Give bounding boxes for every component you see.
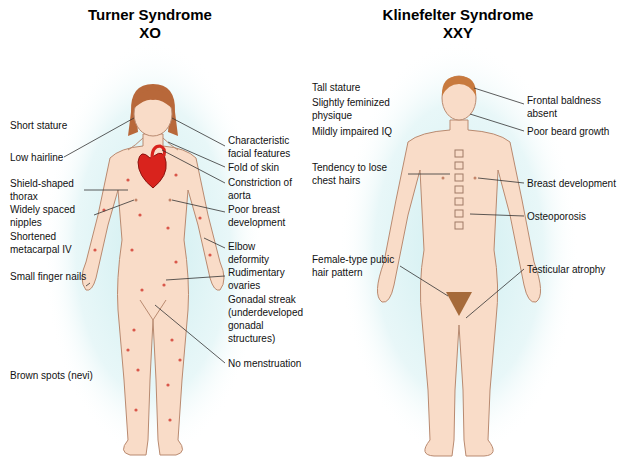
feature-label: Breast development <box>527 177 616 190</box>
aorta <box>152 146 165 158</box>
feature-label: Brown spots (nevi) <box>10 369 93 382</box>
leader-lines <box>64 88 524 363</box>
nevi-spots <box>93 173 211 421</box>
feature-label: Rudimentary ovaries <box>228 266 294 292</box>
feature-label: Constriction of aorta <box>228 176 294 202</box>
feature-label: Poor breast development <box>228 203 290 229</box>
feature-label: Frontal baldness absent <box>527 94 617 120</box>
feature-label: Elbow deformity <box>228 240 278 266</box>
karyotype: XO <box>50 24 250 42</box>
feature-label: Shortened metacarpal IV <box>10 230 90 256</box>
panel-title: Klinefelter Syndrome <box>338 6 578 24</box>
feature-label: Testicular atrophy <box>527 263 605 276</box>
feature-label: No menstruation <box>228 357 301 370</box>
pubic-area <box>140 300 166 320</box>
female-body <box>82 134 224 455</box>
feature-label: Gonadal streak (underdeveloped gonadal s… <box>228 293 308 345</box>
feature-label: Fold of skin <box>228 161 279 174</box>
hair-fringe <box>134 90 172 108</box>
feature-label: Osteoporosis <box>527 210 586 223</box>
feature-label: Tendency to lose chest hairs <box>312 161 406 187</box>
feature-label: Shield-shaped thorax <box>10 177 84 203</box>
karyotype: XXY <box>338 24 578 42</box>
head <box>442 76 476 120</box>
feature-label: Mildly impaired IQ <box>312 125 392 138</box>
feature-label: Slightly feminized physique <box>312 96 408 122</box>
feature-label: Tall stature <box>312 81 360 94</box>
male-body <box>377 120 540 456</box>
feature-label: Poor beard growth <box>527 125 609 138</box>
hair <box>442 76 476 96</box>
hair <box>128 84 178 136</box>
sternum-marks <box>455 150 463 229</box>
feature-label: Widely spaced nipples <box>10 203 94 229</box>
feature-label: Female-type pubic hair pattern <box>312 253 398 279</box>
panel-title: Turner Syndrome <box>50 6 250 24</box>
heart <box>138 153 166 188</box>
feature-label: Low hairline <box>10 151 63 164</box>
feature-label: Small finger nails <box>10 270 86 283</box>
feature-label: Short stature <box>10 119 67 132</box>
pubic-hair <box>446 292 472 316</box>
feature-label: Characteristic facial features <box>228 134 308 160</box>
